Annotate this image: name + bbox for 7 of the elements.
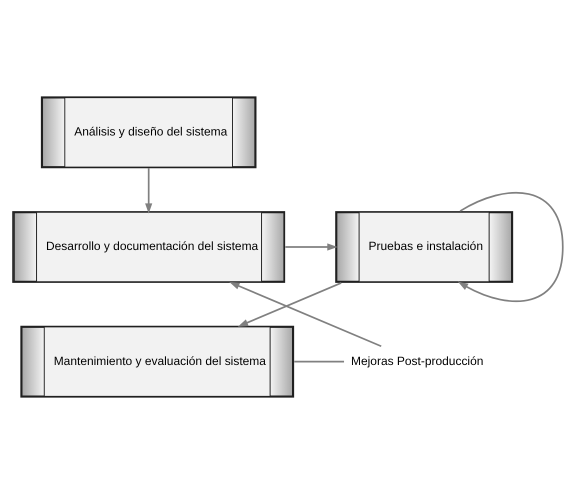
arrow (229, 282, 382, 348)
arrow (145, 168, 152, 214)
connector (294, 360, 344, 362)
node-text: Mejoras Post-producción (351, 354, 484, 368)
arrow (238, 282, 342, 327)
arrow (458, 192, 564, 302)
arrow (285, 243, 338, 251)
